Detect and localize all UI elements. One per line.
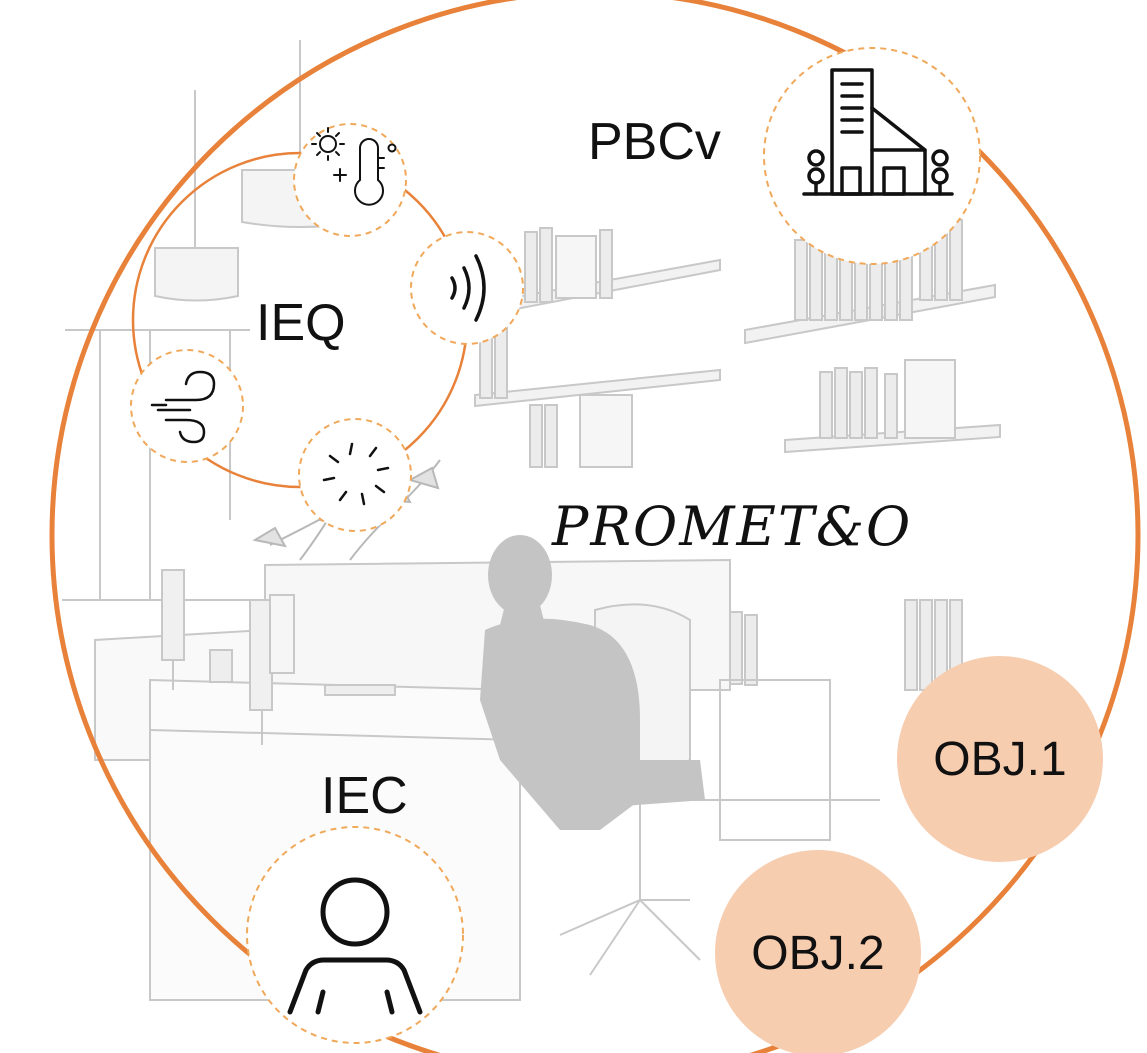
- temperature-icon: [311, 127, 397, 206]
- sound-waves-icon: [450, 254, 486, 322]
- iec-label: IEC: [321, 767, 408, 825]
- brand-title: PROMET&O: [552, 495, 913, 558]
- acoustic-circle: [410, 231, 524, 345]
- light-icon: [322, 442, 390, 506]
- wind-icon: [150, 370, 216, 444]
- main-frame-circle: [49, 0, 1141, 1053]
- pbcv-label: PBCv: [588, 113, 721, 171]
- person-circle: [246, 826, 464, 1044]
- objective-1-badge: OBJ.1: [897, 656, 1103, 862]
- person-icon: [287, 877, 423, 1015]
- building-icon: [802, 68, 954, 196]
- objective-2-badge: OBJ.2: [715, 850, 921, 1053]
- ieq-label: IEQ: [256, 294, 346, 352]
- air-circle: [130, 349, 244, 463]
- light-circle: [298, 418, 412, 532]
- person-silhouette: [480, 535, 705, 830]
- temperature-circle: [293, 123, 407, 237]
- monitors: [161, 569, 396, 745]
